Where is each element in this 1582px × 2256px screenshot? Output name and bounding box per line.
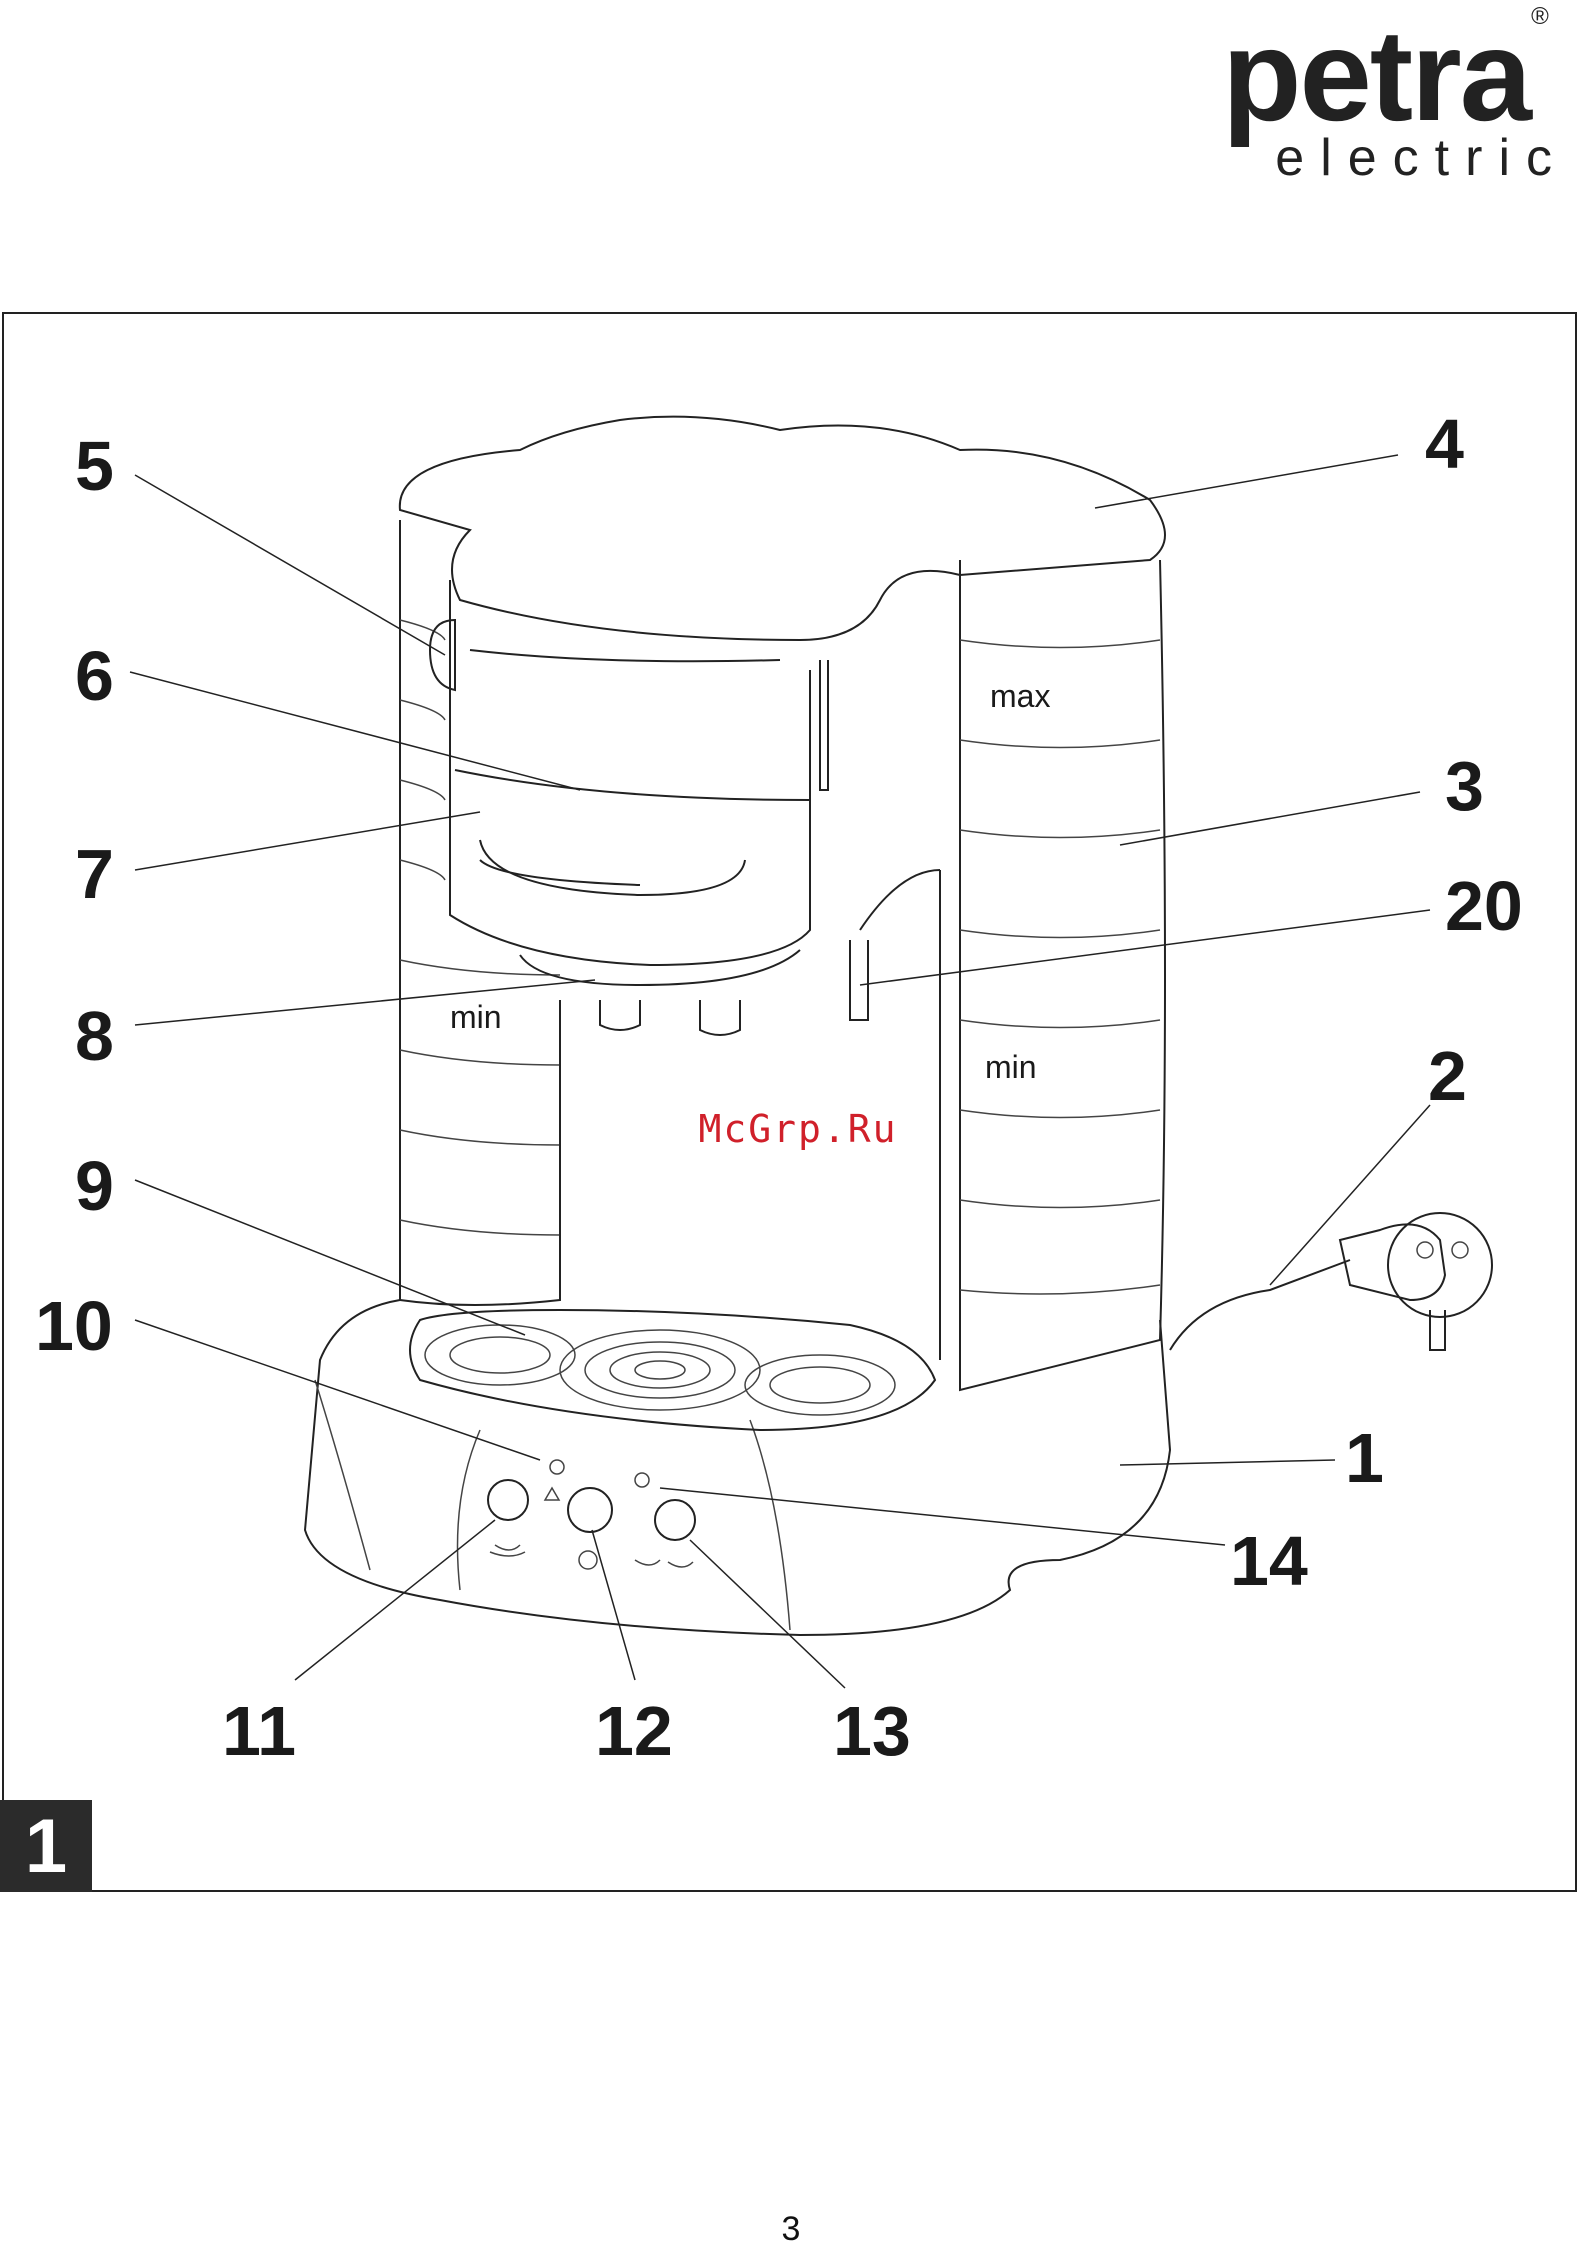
callout-2: 2 [1428, 1037, 1467, 1115]
callout-4: 4 [1425, 405, 1464, 483]
callout-14: 14 [1230, 1522, 1308, 1600]
leader-14 [660, 1488, 1225, 1545]
pad-holder [450, 580, 810, 965]
leader-1 [1120, 1460, 1335, 1465]
lid [400, 417, 1165, 640]
page-number: 3 [0, 2210, 1582, 2249]
figure-number-badge: 1 [0, 1800, 92, 1892]
callout-11: 11 [222, 1692, 296, 1770]
outlet-spout [850, 940, 868, 1020]
tank-max-marking: max [990, 678, 1050, 714]
callout-9: 9 [75, 1147, 114, 1225]
leader-13 [690, 1540, 845, 1688]
one-cup-button [488, 1480, 528, 1520]
leader-11 [295, 1520, 495, 1680]
leader-7 [135, 812, 480, 870]
water-tank-left [400, 520, 560, 1305]
callout-12: 12 [595, 1692, 673, 1770]
leader-8 [135, 980, 595, 1025]
leader-5 [135, 475, 445, 655]
leader-20 [860, 910, 1430, 985]
mains-plug [1340, 1224, 1445, 1300]
leader-10 [135, 1320, 540, 1460]
on-off-switch [568, 1488, 612, 1532]
callout-10: 10 [35, 1287, 113, 1365]
leader-6 [130, 672, 580, 790]
tank-left-min-marking: min [450, 999, 502, 1035]
callout-1: 1 [1345, 1419, 1384, 1497]
callout-5: 5 [75, 427, 114, 505]
callout-6: 6 [75, 637, 114, 715]
callout-13: 13 [833, 1692, 911, 1770]
warning-lamp [550, 1460, 564, 1474]
leader-12 [592, 1530, 635, 1680]
watermark-text: McGrp.Ru [698, 1107, 897, 1151]
leader-2 [1270, 1105, 1430, 1285]
leader-4 [1095, 455, 1398, 508]
callout-3: 3 [1445, 747, 1484, 825]
pad-holder-handle [430, 620, 455, 690]
tank-right-min-marking: min [985, 1049, 1037, 1085]
callout-20: 20 [1445, 867, 1523, 945]
two-cup-button [655, 1500, 695, 1540]
callout-7: 7 [75, 835, 114, 913]
power-cord [1170, 1260, 1350, 1350]
leader-9 [135, 1180, 525, 1335]
ready-lamp [635, 1473, 649, 1487]
callout-8: 8 [75, 997, 114, 1075]
